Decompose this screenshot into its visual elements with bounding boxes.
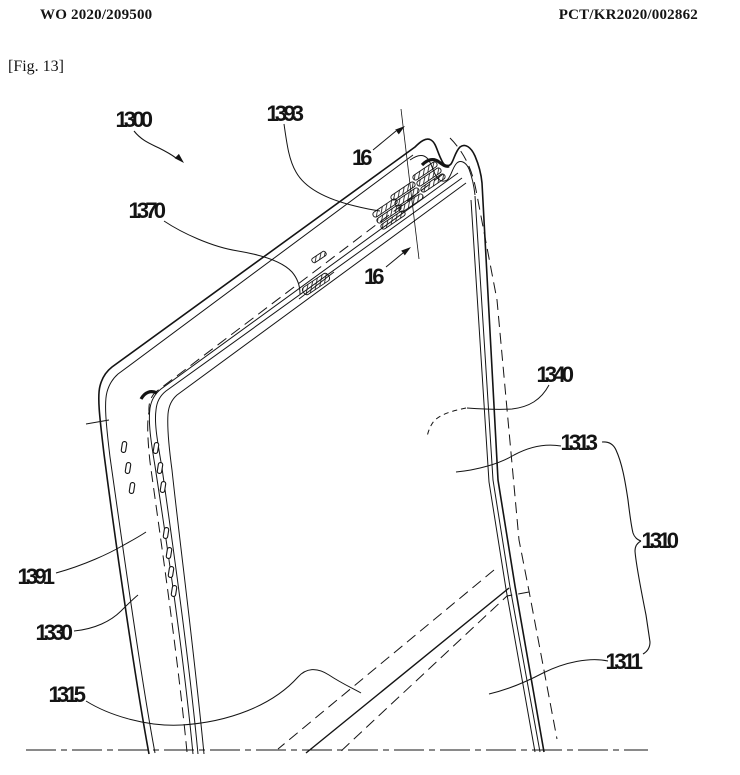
- label-16-bottom: 16: [364, 264, 384, 289]
- roll-hook-inner: [409, 155, 476, 196]
- hidden-lines: [26, 137, 648, 753]
- side-vent-slot: [128, 481, 136, 495]
- brace-1310: [601, 441, 651, 655]
- section-arrow-top-shaft: [372, 130, 397, 151]
- section-16: [372, 108, 420, 268]
- display-edge-1: [167, 182, 467, 755]
- right-edge-line-2: [474, 195, 541, 753]
- stand-dashed-lower: [339, 591, 530, 753]
- label-16-top: 16: [352, 145, 372, 170]
- label-1340: 1340: [537, 362, 574, 387]
- roll-edge-thick-top: [420, 158, 450, 168]
- side-vent-slot: [156, 461, 164, 475]
- label-1313: 1313: [561, 430, 598, 455]
- label-1393: 1393: [267, 101, 304, 126]
- expanded-display-dashed-right: [449, 137, 558, 740]
- leader-1313: [455, 444, 562, 473]
- right-edge-line-3: [470, 199, 536, 753]
- device-body: [85, 138, 545, 755]
- speaker-slot: [420, 173, 446, 193]
- label-1315: 1315: [49, 682, 86, 707]
- stand-fold-crease: [305, 587, 510, 754]
- application-number: PCT/KR2020/002862: [558, 7, 698, 23]
- section-arrow-bottom-shaft: [385, 252, 404, 268]
- side-vent-slot: [162, 526, 170, 540]
- speaker-slot: [390, 181, 416, 201]
- speaker-slot: [380, 210, 406, 230]
- speaker-grille: [372, 161, 446, 230]
- label-1391: 1391: [18, 564, 55, 589]
- display-edge-2: [155, 177, 463, 755]
- side-vent-slot: [159, 480, 167, 494]
- label-1330: 1330: [36, 620, 73, 645]
- key-bump-large: [301, 272, 331, 296]
- leader-1330: [73, 594, 139, 632]
- side-vent-slot: [165, 546, 173, 560]
- rolled-display-hidden-curve: [426, 407, 467, 438]
- figure-caption: [Fig. 13]: [8, 58, 64, 75]
- side-vent-slots: [120, 440, 178, 598]
- speaker-slot: [416, 167, 442, 187]
- leader-1300-shaft: [133, 130, 177, 159]
- side-vent-slot: [124, 461, 132, 475]
- side-vent-slot: [152, 441, 160, 455]
- label-1370: 1370: [129, 198, 166, 223]
- label-1311: 1311: [606, 649, 643, 674]
- leader-lines: [55, 123, 651, 726]
- device-outline: [98, 138, 545, 755]
- key-bump-step-line: [298, 271, 335, 300]
- leader-1311: [488, 659, 609, 695]
- frame-corner-seam: [85, 419, 110, 425]
- stand-dashed-upper: [277, 569, 495, 750]
- side-vent-slot: [167, 565, 175, 579]
- top-edge-keys: [298, 250, 335, 300]
- leader-1300-arrowhead: [174, 153, 184, 163]
- leader-1340: [466, 384, 550, 410]
- display-edge-3: [148, 172, 459, 755]
- top-strip-dashed-line: [147, 170, 448, 753]
- speaker-slot: [394, 187, 420, 207]
- label-1300: 1300: [116, 107, 153, 132]
- leader-1393: [283, 123, 381, 212]
- frame-inner-parallel: [105, 154, 414, 754]
- side-vent-slot: [120, 440, 128, 454]
- leader-1370: [163, 220, 301, 295]
- label-1310: 1310: [642, 528, 679, 553]
- section-arrow-top-head: [395, 126, 405, 135]
- section-arrow-bottom-head: [401, 247, 411, 256]
- speaker-slot: [412, 161, 438, 181]
- leader-1315: [85, 669, 362, 726]
- key-bump-small: [311, 250, 327, 264]
- section-cut-line: [400, 108, 420, 260]
- side-vent-slot: [170, 584, 178, 598]
- publication-number: WO 2020/209500: [40, 7, 153, 23]
- leader-1391: [55, 531, 147, 574]
